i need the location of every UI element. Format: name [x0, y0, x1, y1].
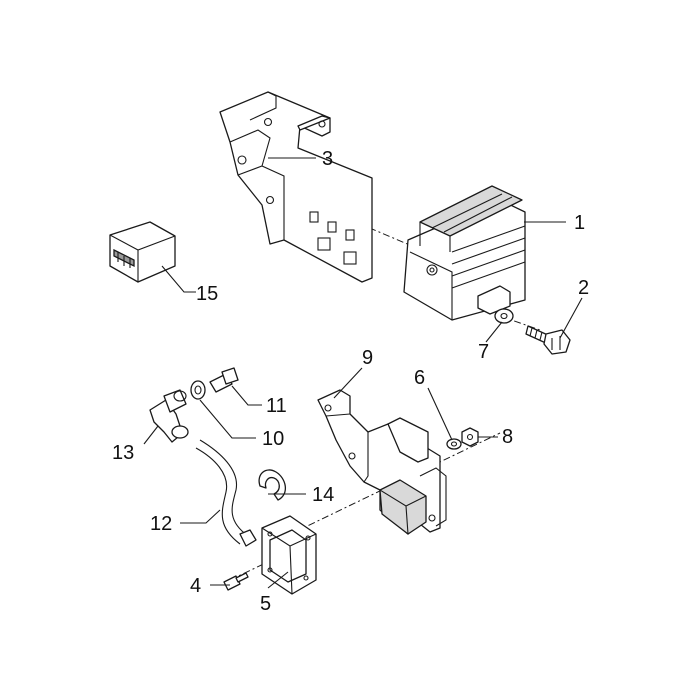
callout-2: 2 — [578, 277, 589, 299]
leader-9 — [333, 367, 363, 399]
callout-1: 1 — [574, 212, 585, 234]
callout-14: 14 — [312, 484, 334, 506]
leader-2 — [559, 297, 583, 339]
axis-regulator-bolt — [499, 315, 541, 331]
leader-15 — [161, 265, 196, 293]
callout-13: 13 — [112, 442, 134, 464]
leader-6 — [427, 387, 453, 441]
elbow-13 — [149, 389, 189, 443]
cover-5 — [261, 515, 317, 595]
callout-11: 11 — [266, 395, 287, 417]
leader-12 — [180, 509, 221, 524]
bolt-2 — [525, 325, 571, 355]
relay-15 — [109, 221, 176, 283]
leader-11 — [231, 385, 262, 406]
leader-10 — [199, 399, 256, 439]
callout-9: 9 — [362, 347, 373, 369]
callout-8: 8 — [502, 426, 513, 448]
spacer-10 — [190, 380, 206, 400]
callout-3: 3 — [322, 148, 333, 170]
upper-bracket — [219, 91, 373, 283]
callout-7: 7 — [478, 341, 489, 363]
callout-12: 12 — [150, 513, 172, 535]
hose-12 — [195, 439, 257, 547]
clamp-14 — [258, 469, 286, 501]
callout-15: 15 — [196, 283, 218, 305]
leader-7 — [485, 321, 503, 343]
leader-13 — [143, 425, 159, 445]
axis-cover-bracket — [267, 432, 501, 546]
leader-5 — [267, 571, 289, 589]
lower-bracket — [317, 389, 447, 535]
callout-10: 10 — [262, 428, 284, 450]
voltage-regulator — [403, 185, 526, 321]
washer-7 — [494, 308, 514, 324]
callout-6: 6 — [414, 367, 425, 389]
nut-8 — [461, 427, 479, 447]
screw-4 — [223, 572, 249, 591]
callout-5: 5 — [260, 593, 271, 615]
callout-4: 4 — [190, 575, 201, 597]
washer-6 — [446, 438, 462, 450]
plug-11 — [209, 367, 239, 393]
